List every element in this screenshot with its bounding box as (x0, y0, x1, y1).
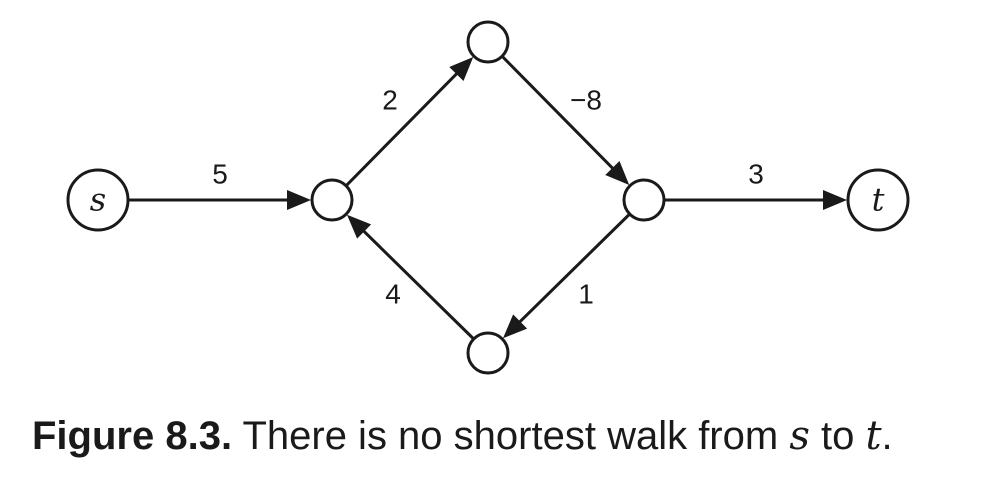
edge-weight-c-t: 3 (748, 158, 764, 189)
edge-weight-d-a: 4 (385, 278, 401, 309)
edges-layer (128, 55, 847, 341)
edge-weight-b-c: −8 (570, 84, 602, 115)
weights-layer: 5 2 −8 3 1 4 (212, 84, 764, 309)
node-s: s (66, 168, 130, 232)
edge-weight-c-d: 1 (578, 278, 594, 309)
caption-math-source: s (789, 413, 810, 459)
node-a (310, 178, 354, 222)
arrow-head-c-t (823, 190, 847, 210)
caption-text-before: There is no shortest walk from (232, 414, 790, 458)
edge-weight-s-a: 5 (212, 158, 228, 189)
node-c (622, 178, 666, 222)
node-circle-c (622, 178, 666, 222)
caption-math-target: t (865, 413, 882, 459)
edge-weight-a-b: 2 (382, 84, 398, 115)
node-circle-b (466, 20, 510, 64)
node-label-s: s (90, 181, 106, 219)
node-d (466, 331, 510, 375)
edge-b-c (500, 55, 615, 171)
node-b (466, 20, 510, 64)
caption-text-middle: to (809, 414, 866, 458)
arrow-head-s-a (287, 190, 311, 210)
node-t: t (846, 168, 910, 232)
edge-a-b (344, 71, 459, 187)
node-label-t: t (872, 181, 885, 219)
edge-c-d (517, 212, 631, 324)
node-circle-d (466, 331, 510, 375)
node-circle-s (66, 168, 130, 232)
arrow-head-a-b (449, 56, 474, 82)
figure-caption: Figure 8.3. There is no shortest walk fr… (32, 412, 893, 460)
arrow-head-b-c (605, 160, 630, 186)
caption-text-after: . (881, 414, 893, 458)
arrow-head-d-a (346, 214, 372, 239)
node-circle-t (846, 168, 910, 232)
node-circle-a (310, 178, 354, 222)
arrow-head-c-d (502, 314, 528, 339)
edge-d-a (361, 229, 475, 341)
caption-label: Figure 8.3. (32, 414, 233, 458)
